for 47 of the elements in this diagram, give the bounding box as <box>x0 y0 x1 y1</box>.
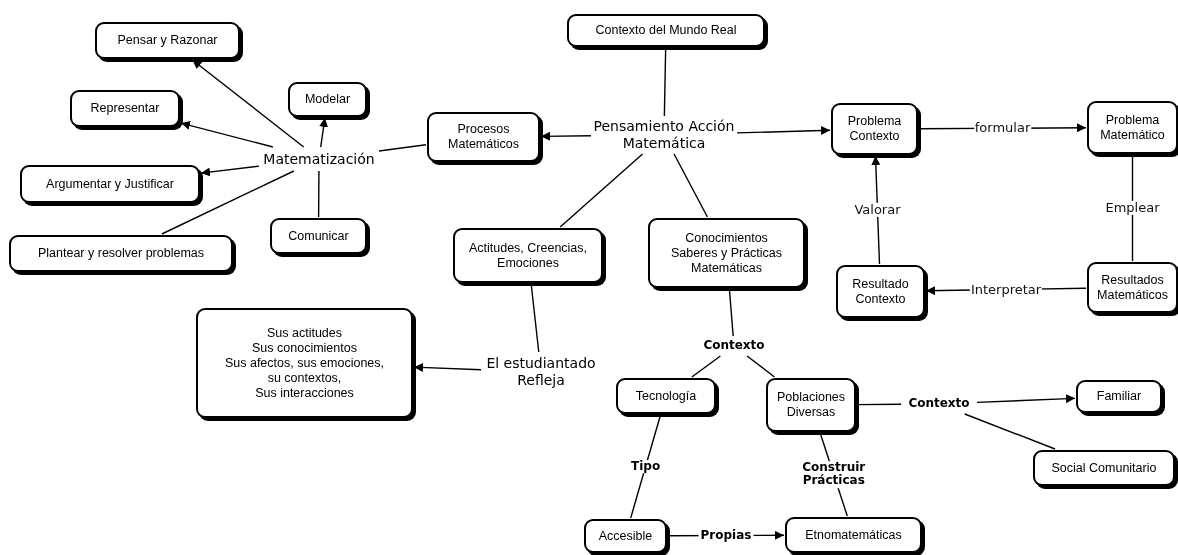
edge-label: Interpretar <box>969 282 1043 297</box>
concept-box: Actitudes, Creencias, Emociones <box>453 228 603 283</box>
concept-box: Etnomatemáticas <box>785 517 922 553</box>
connector-line <box>161 170 295 235</box>
concept-box: Procesos Matemáticos <box>427 112 540 162</box>
connector-line <box>663 47 667 117</box>
concept-box: Contexto del Mundo Real <box>567 14 765 47</box>
concept-box: Argumentar y Justificar <box>20 165 200 203</box>
concept-box: Problema Contexto <box>831 103 918 155</box>
concept-box: Resultados Matemáticos <box>1087 262 1178 313</box>
connector-line <box>317 170 320 218</box>
concept-box: Sus actitudes Sus conocimientos Sus afectos, sus emociones, su contextos, Sus interacciones <box>196 308 413 418</box>
edge-label: Tipo <box>629 459 663 474</box>
concept-box: Conocimientos Saberes y Prácticas Matemáticas <box>648 218 805 288</box>
arrow <box>180 121 274 148</box>
connector-line <box>964 413 1056 450</box>
arrow <box>200 165 260 177</box>
concept-box: Problema Matemático <box>1087 101 1178 154</box>
edge-label: Emplear <box>1104 200 1161 216</box>
connector-line <box>530 283 540 353</box>
concept-box: Comunicar <box>270 218 367 254</box>
arrow <box>191 59 305 148</box>
arrow <box>413 363 482 372</box>
concept-box: Accesible <box>584 519 667 553</box>
connector-line <box>559 153 644 228</box>
connector-line <box>378 144 427 152</box>
arrow <box>976 394 1076 404</box>
concept-box: Plantear y resolver problemas <box>9 235 233 272</box>
arrow <box>540 131 592 141</box>
connector-line <box>691 355 722 378</box>
connector-line <box>746 355 776 378</box>
concept-box: Modelar <box>288 82 367 117</box>
arrow <box>319 117 329 148</box>
concept-box: Poblaciones Diversas <box>766 378 856 432</box>
concept-box: Representar <box>70 90 180 127</box>
connector-line <box>630 414 662 519</box>
arrow <box>736 126 831 135</box>
concept-box: Pensar y Razonar <box>95 22 240 59</box>
edge-label: Propias <box>698 528 754 543</box>
connector-line <box>673 153 709 218</box>
concept-box: Social Comunitario <box>1033 450 1175 486</box>
concept-box: Tecnología <box>616 378 716 414</box>
concept-box: Familiar <box>1076 380 1162 413</box>
concept-box: Resultado Contexto <box>836 265 925 318</box>
connector-line <box>856 403 902 406</box>
edge-label: Valorar <box>853 202 902 218</box>
connector-line <box>728 288 734 337</box>
